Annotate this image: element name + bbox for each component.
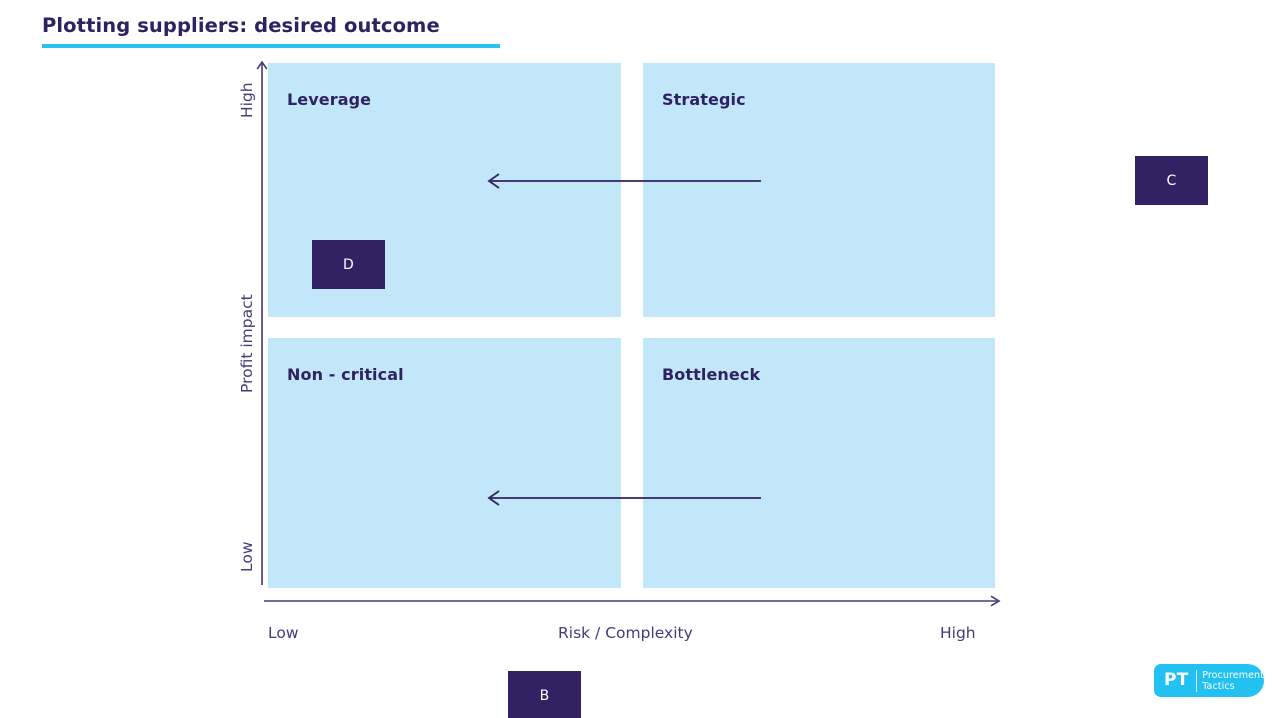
y-axis-title: Profit impact	[238, 294, 256, 393]
logo-divider	[1195, 669, 1197, 692]
quadrant-bottleneck[interactable]: Bottleneck A	[643, 338, 995, 588]
quadrant-strategic[interactable]: Strategic C	[643, 63, 1208, 317]
kraljic-matrix: Leverage D Strategic C Non - critical B …	[268, 63, 1208, 718]
movement-arrow-c-to-leverage	[487, 173, 761, 189]
y-axis-low-label: Low	[238, 541, 256, 572]
x-axis-high-label: High	[940, 624, 976, 642]
page-title: Plotting suppliers: desired outcome	[42, 14, 440, 37]
quadrant-label-non-critical: Non - critical	[287, 365, 404, 384]
logo-word-procurement: Procurement	[1202, 669, 1264, 681]
logo-wordmark: Procurement Tactics	[1202, 670, 1264, 692]
x-axis-title: Risk / Complexity	[558, 624, 693, 642]
quadrant-leverage[interactable]: Leverage D	[268, 63, 621, 317]
y-axis-high-label: High	[238, 82, 256, 118]
y-axis-line	[256, 60, 268, 585]
movement-arrow-a-to-non-critical	[487, 490, 761, 506]
procurement-tactics-logo[interactable]: PT Procurement Tactics	[1154, 664, 1264, 697]
logo-mark-pt: PT	[1164, 670, 1189, 690]
quadrant-label-bottleneck: Bottleneck	[662, 365, 761, 384]
supplier-label-b: B	[539, 687, 550, 704]
supplier-label-d: D	[343, 256, 354, 273]
supplier-label-c: C	[1166, 172, 1177, 189]
logo-word-tactics: Tactics	[1202, 680, 1235, 692]
x-axis-line	[264, 595, 1001, 607]
x-axis-low-label: Low	[268, 624, 299, 642]
title-underline	[42, 44, 500, 48]
quadrant-non-critical[interactable]: Non - critical B	[268, 338, 621, 718]
supplier-marker-b[interactable]: B	[508, 671, 581, 718]
supplier-marker-d[interactable]: D	[312, 240, 385, 289]
quadrant-label-strategic: Strategic	[662, 90, 746, 109]
quadrant-label-leverage: Leverage	[287, 90, 372, 109]
title-block: Plotting suppliers: desired outcome	[42, 13, 662, 48]
supplier-marker-c[interactable]: C	[1135, 156, 1208, 205]
